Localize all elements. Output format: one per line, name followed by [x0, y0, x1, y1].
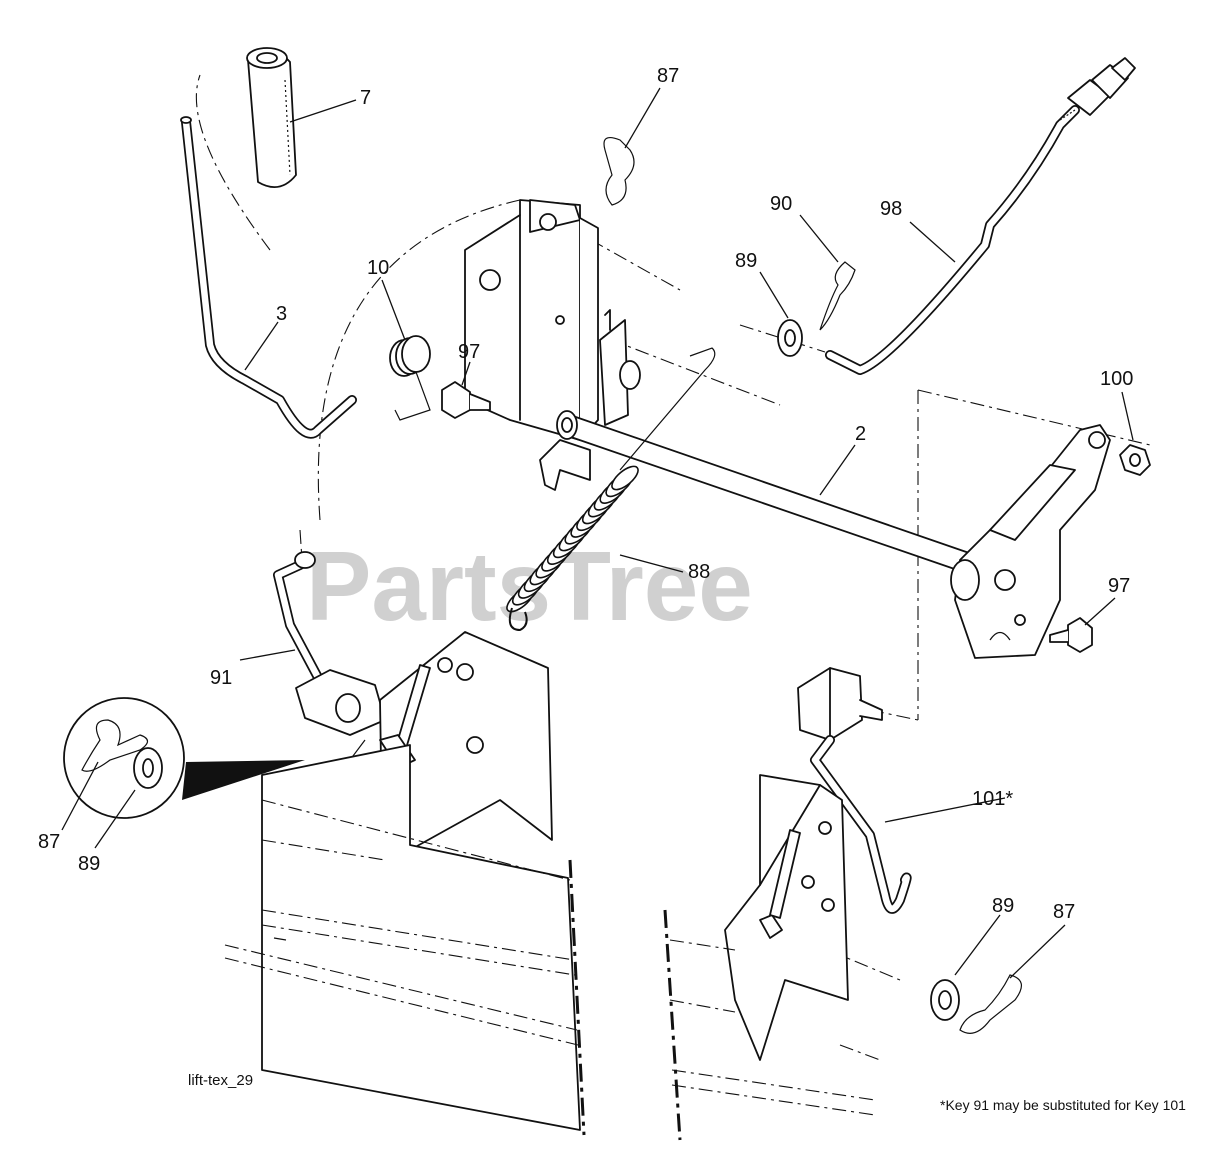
cross-shaft-part: [556, 410, 976, 576]
lift-arm-right-part: [950, 424, 1111, 659]
callout-90: 90: [770, 193, 792, 215]
callout-3: 3: [276, 303, 287, 325]
callout-88: 88: [688, 561, 710, 583]
callout-98: 98: [880, 198, 902, 220]
callout-87-top: 87: [657, 65, 679, 87]
break-line-left: [568, 859, 586, 1136]
leader-lines: [61, 87, 1134, 979]
callout-91: 91: [210, 667, 232, 689]
callout-89-detail: 89: [78, 853, 100, 875]
callouts: 7 87 90 98 89 10 3 97 100 2 97 88 91 101…: [38, 65, 1133, 923]
callout-97-left: 97: [458, 341, 480, 363]
detail-inset: [63, 697, 305, 819]
pivot-bracket-part: [539, 309, 641, 491]
lift-link-91-part: [273, 551, 386, 736]
callout-7: 7: [360, 87, 371, 109]
callout-89-bottom: 89: [992, 895, 1014, 917]
callout-87-bottom: 87: [1053, 901, 1075, 923]
break-line-right: [663, 909, 682, 1141]
bolt-left-part: [441, 381, 491, 419]
callout-87-detail: 87: [38, 831, 60, 853]
drawing-code: lift-tex_29: [188, 1072, 253, 1089]
hairpin-clip-87-bottom-part: [959, 974, 1022, 1034]
deck-left-part: [224, 744, 581, 1131]
hairpin-clip-87-top-part: [603, 137, 635, 206]
torsion-spring-part: [389, 335, 431, 421]
handle-grip-part: [246, 47, 297, 189]
lift-link-101-part: [797, 667, 912, 914]
washer-89-bottom-part: [930, 979, 960, 1021]
bolt-right-part: [1049, 617, 1093, 653]
hairpin-clip-90-part: [819, 261, 856, 331]
extension-spring-part: [506, 465, 639, 632]
washer-89-top-part: [777, 319, 803, 357]
callout-97-right: 97: [1108, 575, 1130, 597]
lift-lever-part: [180, 116, 357, 439]
deck-hanger-right-part: [724, 774, 849, 1061]
footnote: *Key 91 may be substituted for Key 101: [940, 1097, 1186, 1113]
callout-2: 2: [855, 423, 866, 445]
nut-100-part: [1119, 444, 1151, 476]
adjust-rod-part: [825, 57, 1136, 375]
callout-10: 10: [367, 257, 389, 279]
callout-100: 100: [1100, 368, 1133, 390]
callout-89-top: 89: [735, 250, 757, 272]
deck-hanger-left-part: [319, 631, 553, 891]
deck-right-part: [669, 939, 881, 1116]
callout-101: 101*: [972, 788, 1013, 810]
